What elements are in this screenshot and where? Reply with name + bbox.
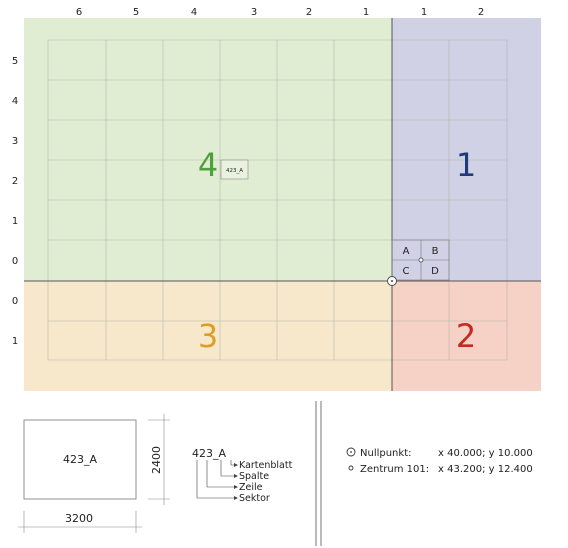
sheet-width-label: 3200 [65,512,93,525]
sector-number-1: 1 [456,146,476,184]
code-arrowheads [234,463,238,500]
subcell-d: D [431,266,439,277]
code-part-zeile: Zeile [239,482,263,493]
sheet-box [23,419,137,500]
sheet-marker-label: 423_A [226,168,243,174]
subcell-a: A [403,246,410,257]
sheet-marker [220,159,249,180]
top-label: 1 [421,7,427,18]
sheet-height-label: 2400 [150,446,163,474]
left-label: 2 [12,176,18,187]
top-label: 3 [251,7,257,18]
zentrum-label: Zentrum 101: [360,464,429,475]
zentrum-value: x 43.200; y 12.400 [438,464,533,475]
top-label: 5 [133,7,139,18]
zentrum-marker [418,257,424,263]
top-axis-labels: 6 5 4 3 2 1 1 2 [76,7,484,18]
top-label: 6 [76,7,82,18]
code-part-kartenblatt: Kartenblatt [239,460,293,471]
code-leader-lines [196,460,236,499]
subcell-c: C [403,266,410,277]
nullpunkt-value: x 40.000; y 10.000 [438,448,533,459]
left-label: 5 [12,56,18,67]
sector-number-2: 2 [456,317,476,355]
sector-3-area [24,281,392,391]
subcell-b: B [432,246,439,257]
height-dimension [148,414,170,505]
top-label: 2 [478,7,484,18]
top-label: 1 [363,7,369,18]
left-label: 0 [12,256,18,267]
left-label: 0 [12,296,18,307]
top-label: 4 [191,7,197,18]
nullpunkt-marker [387,276,397,286]
nullpunkt-label: Nullpunkt: [360,448,411,459]
sector-1-area [392,18,541,281]
sector-number-4: 4 [198,146,218,184]
left-axis-labels: 5 4 3 2 1 0 0 1 [12,56,18,347]
left-label: 1 [12,336,18,347]
code-part-spalte: Spalte [239,471,269,482]
sheet-box-label: 423_A [63,453,97,466]
sector-4-area [24,18,392,281]
sector-number-3: 3 [198,317,218,355]
top-label: 2 [306,7,312,18]
sheet-code: 423_A [192,447,226,460]
nullpunkt-icon [346,447,356,457]
code-part-sektor: Sektor [239,493,270,504]
left-label: 4 [12,96,18,107]
sector-2-area [392,281,541,391]
left-label: 3 [12,136,18,147]
grid-lines [47,39,508,361]
left-label: 1 [12,216,18,227]
zentrum-icon [348,465,354,471]
width-dimension [18,511,142,533]
